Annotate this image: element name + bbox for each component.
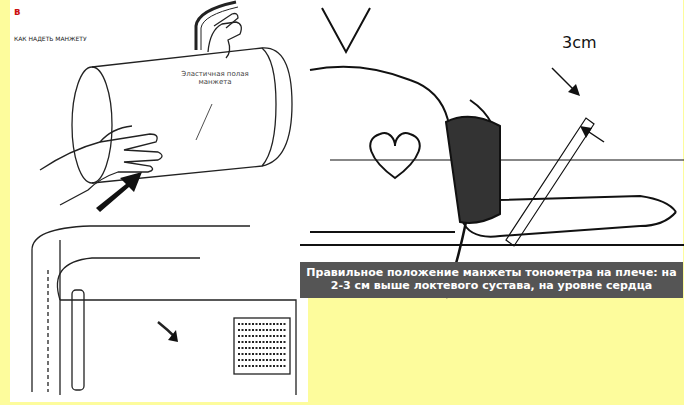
label-text: в: [14, 6, 34, 18]
left-panel: [10, 0, 308, 402]
arrowhead: [568, 84, 580, 96]
flat-cuff-drawing: [32, 226, 296, 395]
caption-bar: [300, 262, 683, 298]
caption-text: Правильное положение манжеты тонометра н…: [304, 267, 679, 292]
arm-drawing: [300, 8, 684, 298]
right-panel: [300, 0, 683, 298]
arrowhead: [580, 126, 592, 138]
label-text: Эластичная полая манжета: [180, 70, 250, 86]
label-text: КАК НАДЕТЬ МАНЖЕТУ: [14, 36, 154, 43]
cuff-drawing: [40, 2, 292, 205]
direction-arrow: [168, 330, 178, 342]
heart-symbol: [370, 133, 420, 178]
direction-arrow: [96, 172, 142, 212]
label-text: 3cm: [562, 34, 612, 52]
